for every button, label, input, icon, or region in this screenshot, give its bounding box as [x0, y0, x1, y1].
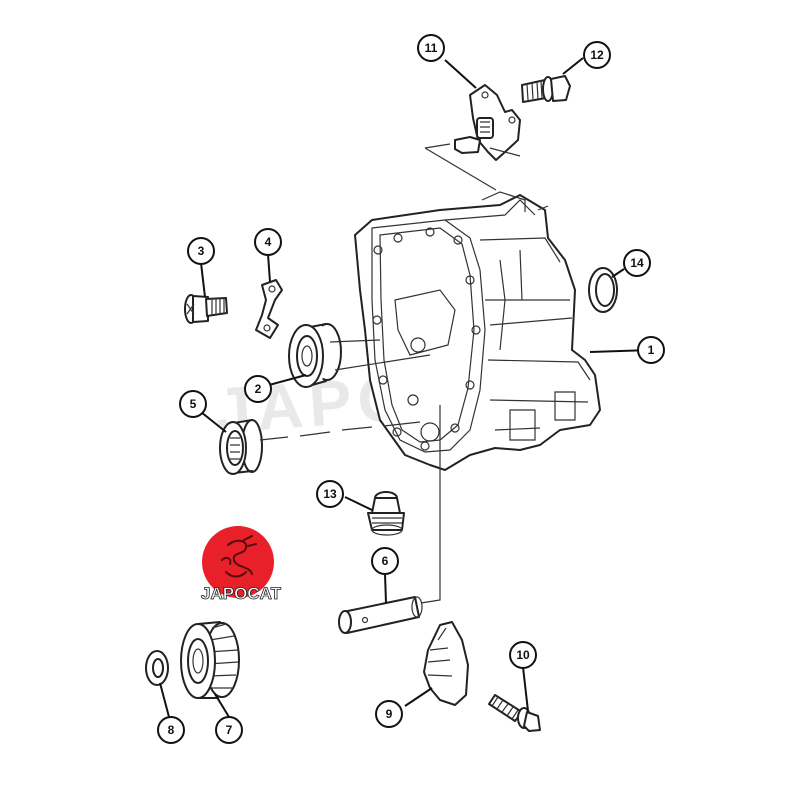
clip-part-4	[255, 279, 283, 339]
guide-lines-11	[424, 143, 521, 191]
plug-part-13	[367, 491, 405, 536]
callout-14-label: 14	[630, 256, 644, 270]
callout-1-label: 1	[648, 343, 655, 357]
callout-9: 9	[375, 700, 403, 728]
callout-8-label: 8	[168, 723, 175, 737]
callout-3: 3	[187, 237, 215, 265]
callout-6-label: 6	[382, 554, 389, 568]
pin-part-6	[338, 596, 423, 634]
washer-part-8	[145, 650, 169, 686]
callout-11: 11	[417, 34, 445, 62]
callout-11-label: 11	[425, 41, 438, 55]
callout-7-label: 7	[226, 723, 233, 737]
callout-6: 6	[371, 547, 399, 575]
callout-13-label: 13	[323, 487, 337, 501]
bearing-part-2	[288, 323, 342, 388]
dragon-emblem-icon	[221, 535, 257, 578]
housing-part-1	[354, 191, 601, 471]
callout-7: 7	[215, 716, 243, 744]
guide-line-2	[329, 339, 431, 371]
callout-13: 13	[316, 480, 344, 508]
bolt-part-12	[521, 75, 571, 103]
callout-2: 2	[244, 375, 272, 403]
screw-part-3	[184, 294, 228, 324]
callout-12: 12	[583, 41, 611, 69]
callout-1: 1	[637, 336, 665, 364]
gear-part-7	[180, 621, 240, 700]
sector-part-9	[423, 621, 469, 706]
japocat-logo: JAPOCAT	[201, 526, 282, 603]
guide-line-6	[420, 405, 441, 604]
seal-part-14	[588, 267, 618, 313]
callout-3-label: 3	[198, 244, 205, 258]
callout-14: 14	[623, 249, 651, 277]
callout-12-label: 12	[590, 48, 604, 62]
callout-5-label: 5	[190, 397, 197, 411]
guide-line-5	[259, 421, 421, 441]
callout-10-label: 10	[516, 648, 530, 662]
callout-4-label: 4	[265, 235, 272, 249]
callout-2-label: 2	[255, 382, 262, 396]
callout-4: 4	[254, 228, 282, 256]
leader-lines	[159, 57, 652, 718]
callout-10: 10	[509, 641, 537, 669]
callout-5: 5	[179, 390, 207, 418]
bearing-part-5	[219, 419, 263, 475]
bolt-part-10	[488, 694, 541, 732]
sensor-part-11	[454, 84, 521, 161]
callout-9-label: 9	[386, 707, 393, 721]
callout-8: 8	[157, 716, 185, 744]
logo-text: JAPOCAT	[201, 584, 282, 603]
